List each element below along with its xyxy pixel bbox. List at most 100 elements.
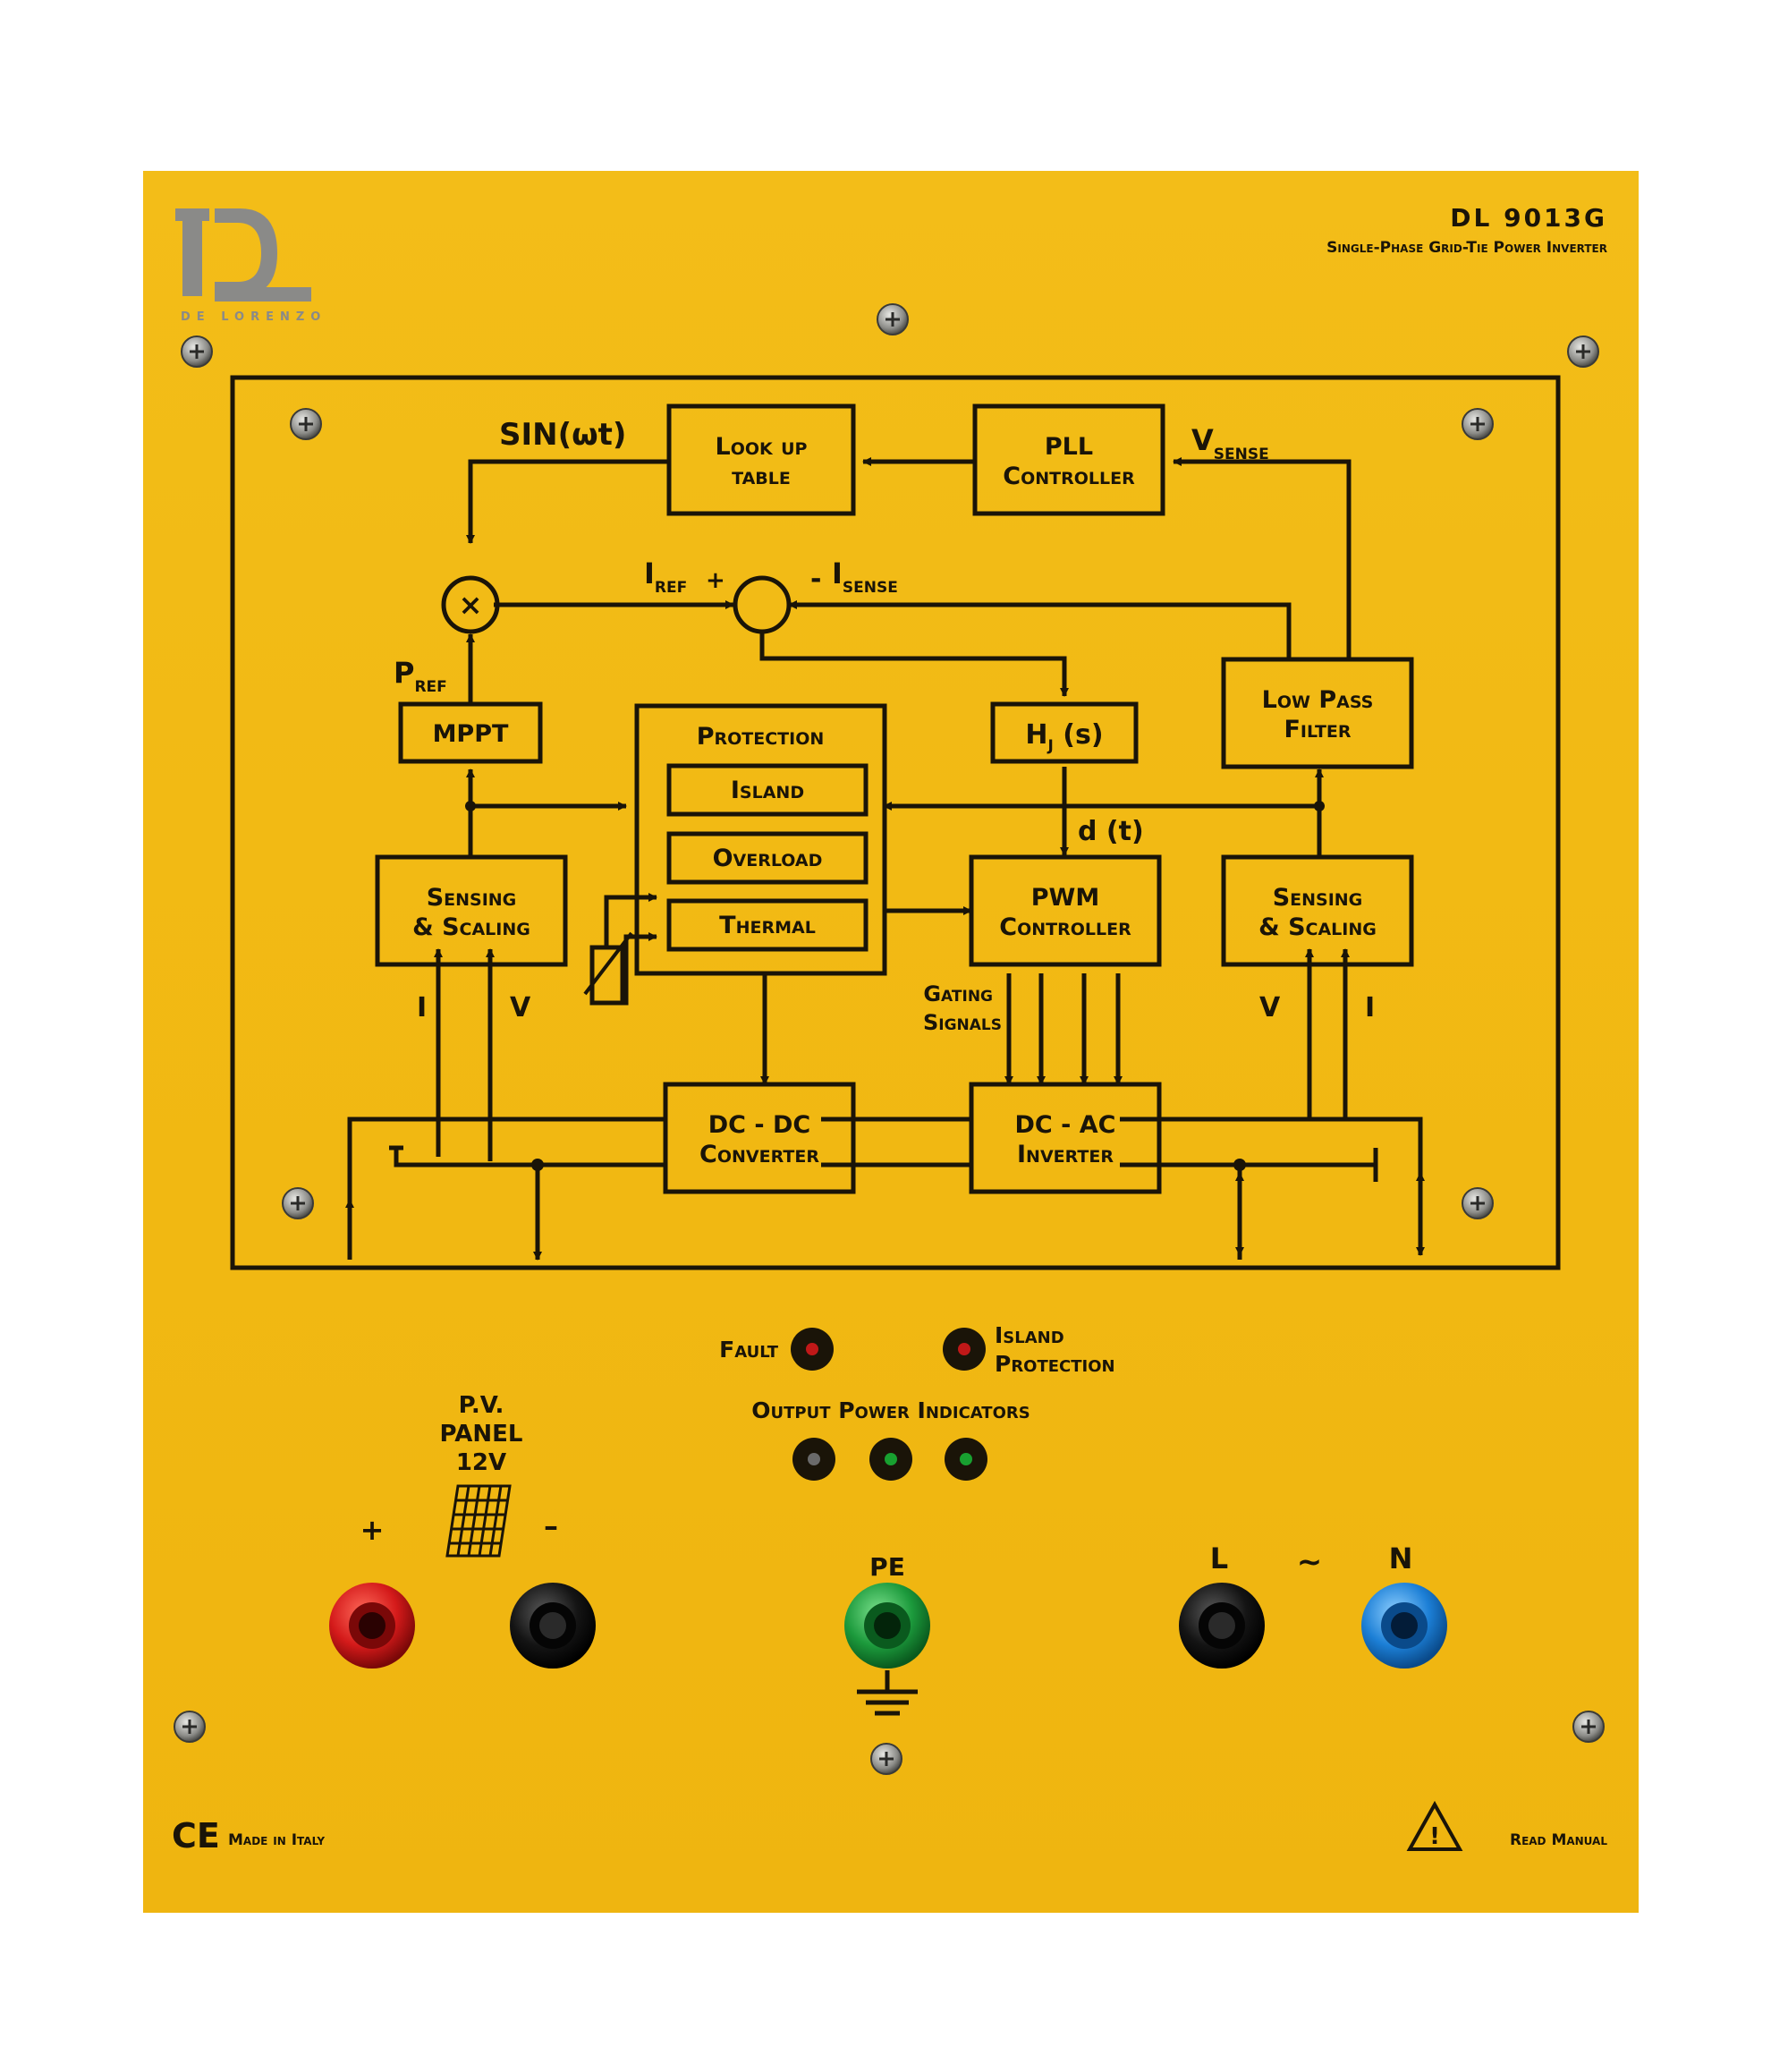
block-hj <box>990 701 1139 764</box>
screw-icon <box>1572 1711 1605 1743</box>
pe-label: PE <box>869 1552 905 1582</box>
gating-label-1: Gating <box>923 981 993 1006</box>
block-dcdc-converter <box>663 1082 856 1194</box>
sensing-right-label-1: Sensing <box>1273 884 1363 912</box>
island-label: Island <box>995 1322 1064 1348</box>
model-subtitle: Single-Phase Grid-Tie Power Inverter <box>1326 239 1607 257</box>
ground-icon <box>857 1670 918 1716</box>
pv-minus-label: – <box>544 1509 558 1543</box>
sensing-left-label-2: & Scaling <box>412 913 530 941</box>
pe-terminal[interactable] <box>844 1583 930 1669</box>
fault-led <box>791 1328 834 1371</box>
hj-sub: J <box>1047 737 1054 755</box>
logo-text: DE LORENZO <box>181 310 326 324</box>
plus-sign: + <box>706 567 725 594</box>
current-left-label: I <box>417 992 427 1023</box>
voltage-left-label: V <box>510 992 531 1023</box>
block-mppt <box>398 701 543 764</box>
island-protection-led <box>943 1328 986 1371</box>
vsense-label: VSENSE <box>1191 423 1269 463</box>
pv-negative-terminal[interactable] <box>510 1583 596 1669</box>
duty-cycle-label: d (t) <box>1078 816 1144 847</box>
block-sensing-left <box>375 854 568 967</box>
vsense-main: V <box>1191 423 1214 457</box>
hj-main: H <box>1025 719 1047 751</box>
screw-icon <box>282 1187 314 1219</box>
lookup-label-2: table <box>732 463 791 490</box>
block-protection <box>634 703 887 976</box>
screw-icon <box>1462 1187 1494 1219</box>
dcdc-label-1: DC - DC <box>708 1111 810 1139</box>
isense-main: I <box>832 556 843 590</box>
iref-sub: REF <box>655 579 687 597</box>
output-power-label: Output Power Indicators <box>751 1397 1030 1423</box>
pv-positive-terminal[interactable] <box>329 1583 415 1669</box>
lpf-label-1: Low Pass <box>1262 686 1374 714</box>
pref-label: PREF <box>394 656 447 696</box>
screw-icon <box>290 408 322 440</box>
signal-wiring <box>345 457 1425 1261</box>
dcac-label-2: Inverter <box>1017 1141 1114 1168</box>
line-label: L <box>1210 1541 1228 1575</box>
mppt-label: MPPT <box>433 720 509 748</box>
panel-artwork: DE LORENZO DL 9013G Single-Phase Grid-Ti… <box>172 203 1607 1855</box>
protection-led-label: Protection <box>995 1351 1115 1377</box>
protection-label: Protection <box>697 723 825 751</box>
pref-main: P <box>394 656 414 690</box>
model-number: DL 9013G <box>1450 203 1607 233</box>
pll-label-2: Controller <box>1003 463 1135 490</box>
block-overload <box>666 831 869 885</box>
block-low-pass-filter <box>1221 657 1414 769</box>
screw-icon <box>181 335 213 368</box>
block-island <box>666 763 869 817</box>
output-power-led-3 <box>945 1438 987 1481</box>
block-pwm-controller <box>969 854 1162 967</box>
line-terminal[interactable] <box>1179 1583 1265 1669</box>
island-label: Island <box>731 777 804 804</box>
block-sensing-right <box>1221 854 1414 967</box>
pwm-label-2: Controller <box>999 913 1131 941</box>
output-power-led-1 <box>792 1438 835 1481</box>
pv-label-3: 12V <box>456 1449 506 1476</box>
iref-label: IREF <box>644 556 687 597</box>
lookup-label-1: Look up <box>716 433 808 461</box>
block-lookup-table <box>666 403 856 516</box>
isense-label: ISENSE <box>832 556 898 597</box>
ac-tilde-label: ~ <box>1297 1544 1323 1580</box>
pv-label-1: P.V. <box>459 1392 504 1419</box>
overload-label: Overload <box>713 845 823 872</box>
dcac-label-1: DC - AC <box>1015 1111 1116 1139</box>
sensing-right-label-2: & Scaling <box>1258 913 1377 941</box>
hj-label: HJ (s) <box>1025 719 1103 755</box>
svg-text:!: ! <box>1429 1823 1440 1850</box>
warning-icon: ! <box>1406 1800 1463 1851</box>
dcdc-label-2: Converter <box>699 1141 819 1168</box>
neutral-label: N <box>1389 1541 1413 1575</box>
lpf-label-2: Filter <box>1284 716 1351 743</box>
gating-label-2: Signals <box>923 1010 1002 1035</box>
hj-tail: (s) <box>1054 719 1104 751</box>
block-dcac-inverter <box>969 1082 1162 1194</box>
made-in-italy-label: Made in Italy <box>228 1831 325 1849</box>
multiplier-symbol <box>441 575 500 634</box>
ce-mark: CE <box>172 1816 220 1855</box>
de-lorenzo-logo: DE LORENZO <box>175 208 326 324</box>
fault-label: Fault <box>719 1337 779 1363</box>
diagram-frame <box>230 375 1561 1270</box>
neutral-terminal[interactable] <box>1361 1583 1447 1669</box>
pv-label-2: PANEL <box>440 1421 523 1448</box>
pv-plus-label: + <box>360 1513 385 1547</box>
voltage-right-label: V <box>1259 992 1281 1023</box>
summing-junction <box>733 575 792 634</box>
minus-sign: - <box>810 564 821 595</box>
block-thermal <box>666 898 869 952</box>
block-pll-controller <box>972 403 1165 516</box>
pll-label-1: PLL <box>1045 433 1093 461</box>
pwm-label-1: PWM <box>1031 884 1099 912</box>
iref-main: I <box>644 556 655 590</box>
trainer-panel: DE LORENZO DL 9013G Single-Phase Grid-Ti… <box>143 171 1639 1913</box>
output-power-led-2 <box>869 1438 912 1481</box>
vsense-sub: SENSE <box>1214 446 1269 463</box>
screw-icon <box>174 1711 206 1743</box>
screw-icon <box>877 303 909 335</box>
